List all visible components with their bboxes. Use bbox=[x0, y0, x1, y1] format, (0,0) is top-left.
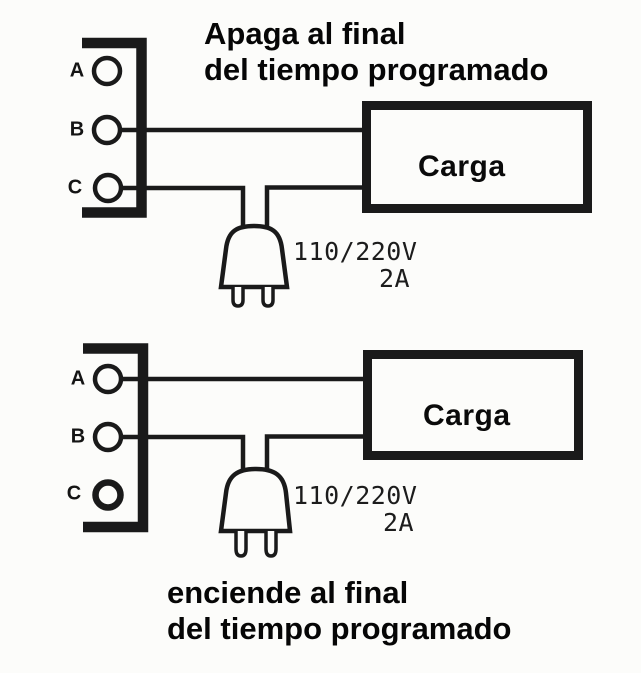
terminal-circle-b bbox=[91, 114, 123, 146]
terminal-circle-c bbox=[92, 172, 124, 204]
load-box bbox=[363, 350, 583, 460]
wire-plug-to-load bbox=[264, 434, 367, 471]
diagram-apaga bbox=[82, 37, 592, 308]
plug-rating-current: 2A bbox=[379, 264, 411, 293]
terminal-label-b: B bbox=[70, 425, 86, 448]
mains-plug-body bbox=[218, 466, 293, 534]
load-label: Carga bbox=[418, 150, 506, 183]
terminal-label-c: C bbox=[66, 482, 82, 505]
plug-rating-current: 2A bbox=[383, 508, 415, 537]
plug-rating-voltage: 110/220V bbox=[293, 237, 418, 266]
terminal-circle-c bbox=[92, 479, 124, 511]
terminal-label-b: B bbox=[69, 118, 85, 141]
terminal-label-a: A bbox=[69, 59, 85, 82]
plug-prong-left bbox=[234, 531, 248, 558]
caption-apaga: Apaga al final del tiempo programado bbox=[204, 16, 549, 87]
load-label: Carga bbox=[423, 399, 511, 432]
diagram-enciende bbox=[83, 343, 583, 558]
mains-plug-body bbox=[218, 223, 290, 290]
plug-rating-voltage: 110/220V bbox=[293, 481, 418, 510]
plug-prong-right bbox=[264, 531, 278, 558]
terminal-label-a: A bbox=[70, 367, 86, 390]
wire-b-to-plug bbox=[121, 434, 246, 471]
plug-prong-left bbox=[231, 287, 245, 308]
wire-c-to-plug bbox=[120, 185, 246, 228]
terminal-label-c: C bbox=[67, 176, 83, 199]
caption-enciende: enciende al final del tiempo programado bbox=[167, 575, 512, 646]
terminal-circle-b bbox=[92, 421, 124, 453]
terminal-circle-a bbox=[92, 363, 124, 395]
load-box bbox=[362, 101, 592, 213]
wire-plug-to-load bbox=[264, 185, 366, 228]
terminal-circle-a bbox=[91, 55, 123, 87]
plug-prong-right bbox=[261, 287, 275, 308]
